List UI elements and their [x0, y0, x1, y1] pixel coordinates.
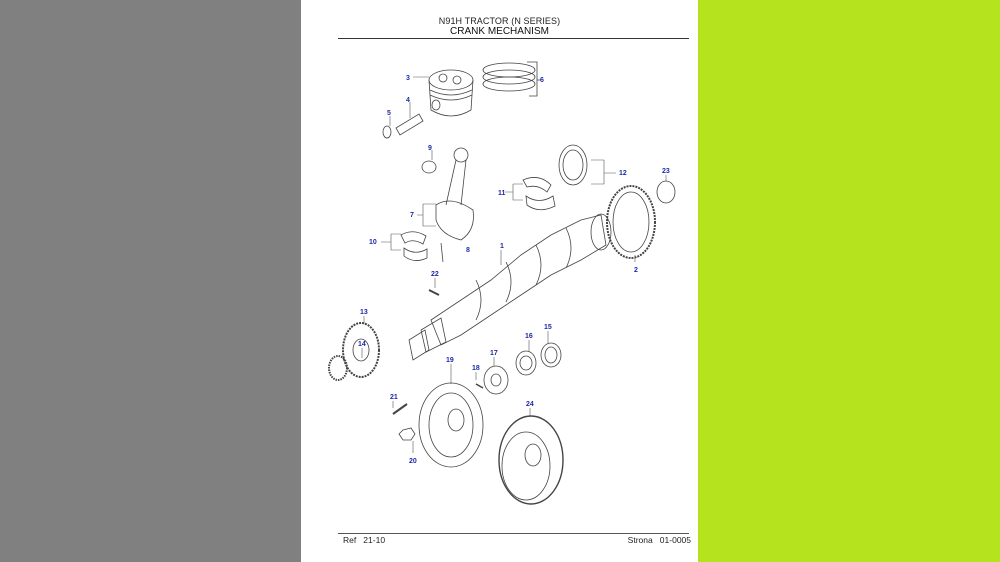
part-callout-23[interactable]: 23 [662, 168, 670, 175]
left-margin-panel [0, 0, 301, 562]
part-callout-1[interactable]: 1 [500, 243, 504, 250]
part-callout-12[interactable]: 12 [619, 170, 627, 177]
piston-drawing [428, 69, 474, 117]
catalog-page: N91H TRACTOR (N SERIES) CRANK MECHANISM [301, 0, 698, 562]
part-callout-5[interactable]: 5 [387, 110, 391, 117]
part-callout-4[interactable]: 4 [406, 97, 410, 104]
part-callout-6[interactable]: 6 [540, 77, 544, 84]
part-callout-22[interactable]: 22 [431, 271, 439, 278]
part-callout-3[interactable]: 3 [406, 75, 410, 82]
part-callout-16[interactable]: 16 [525, 333, 533, 340]
pulleys-drawing [418, 382, 564, 505]
page-number: Strona 01-0005 [627, 535, 691, 545]
seal-and-hub-drawing [475, 342, 562, 395]
part-callout-19[interactable]: 19 [446, 357, 454, 364]
leader-lines [361, 76, 667, 453]
piston-rings-drawing [482, 61, 541, 97]
part-callout-7[interactable]: 7 [410, 212, 414, 219]
piston-pin-drawing [382, 113, 424, 139]
part-callout-20[interactable]: 20 [409, 458, 417, 465]
part-callout-18[interactable]: 18 [472, 365, 480, 372]
crankshaft-drawing [408, 213, 612, 361]
nut-drawing [398, 427, 416, 441]
part-callout-17[interactable]: 17 [490, 350, 498, 357]
part-callout-15[interactable]: 15 [544, 324, 552, 331]
bush-drawing [656, 180, 676, 204]
section-title: CRANK MECHANISM [450, 26, 549, 37]
part-callout-2[interactable]: 2 [634, 267, 638, 274]
model-title: N91H TRACTOR (N SERIES) [438, 16, 561, 26]
part-callout-13[interactable]: 13 [360, 309, 368, 316]
exploded-parts-diagram [328, 61, 676, 505]
part-callout-21[interactable]: 21 [390, 394, 398, 401]
dowel-pin-drawing [428, 289, 440, 296]
bolt-drawing [392, 403, 408, 415]
part-callout-8[interactable]: 8 [466, 247, 470, 254]
bearing-shells-drawing [400, 177, 556, 261]
thrust-washer-drawing [558, 144, 588, 186]
part-callout-9[interactable]: 9 [428, 145, 432, 152]
timing-gears-drawing [328, 322, 380, 381]
header-divider [338, 38, 689, 39]
part-callout-11[interactable]: 11 [498, 190, 506, 197]
ring-gear-drawing [606, 185, 656, 259]
part-callout-24[interactable]: 24 [526, 401, 534, 408]
footer-divider [338, 533, 689, 534]
part-callout-10[interactable]: 10 [369, 239, 377, 246]
part-callout-14[interactable]: 14 [358, 341, 366, 348]
ref-number: Ref 21-10 [343, 535, 386, 545]
connecting-rod-drawing [421, 147, 474, 263]
right-margin-panel [698, 0, 1000, 562]
